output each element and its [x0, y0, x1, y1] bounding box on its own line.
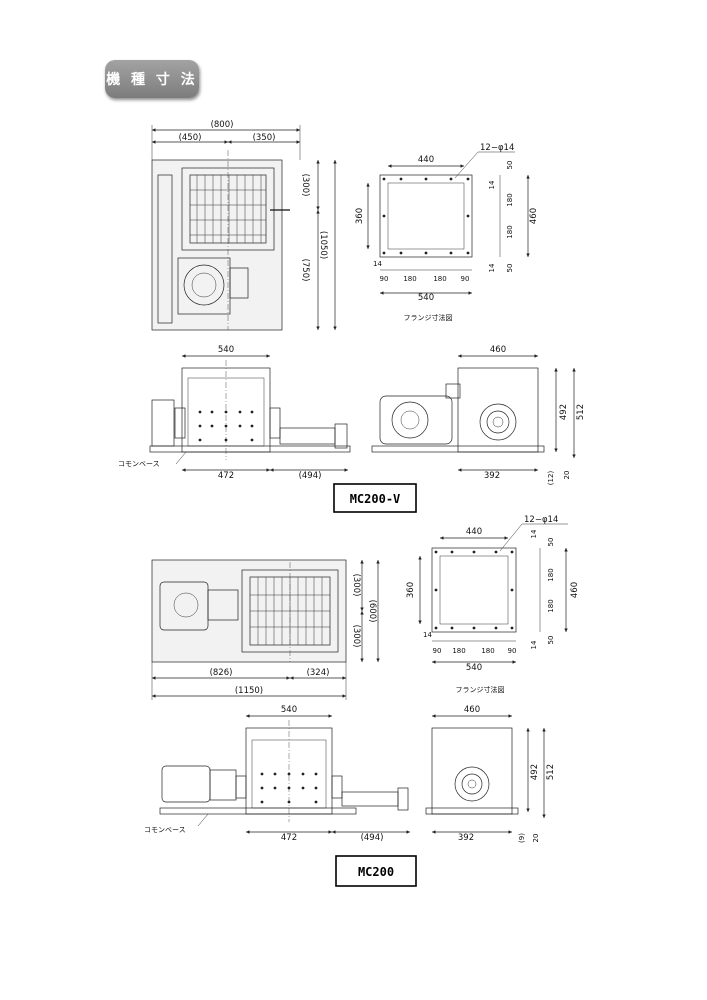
dim-label: 14 — [373, 260, 382, 268]
dim-label: 14 — [488, 263, 496, 272]
dim-label: (800) — [211, 120, 234, 130]
dim-label: 460 — [464, 705, 480, 715]
flange-caption: フランジ寸法図 — [404, 313, 453, 322]
dim-label: 180 — [481, 647, 494, 655]
dim-label: 14 — [530, 529, 538, 538]
dim-label: 392 — [458, 833, 474, 843]
mc200v-model-box: MC200-V — [333, 483, 417, 513]
mc200-top-dimensions: (300) (600) (300) (826) (324) (1150) — [151, 560, 380, 700]
dim-label: 90 — [508, 647, 517, 655]
dim-label: (826) — [210, 668, 233, 678]
dim-label: 50 — [547, 538, 555, 547]
dim-label: 180 — [547, 599, 555, 612]
dim-label: (300) — [351, 574, 361, 597]
dim-label: 360 — [355, 208, 365, 224]
model-label: MC200-V — [350, 492, 401, 506]
dim-label: (494) — [361, 833, 384, 843]
dim-label: 14 — [488, 180, 496, 189]
dim-label: 460 — [570, 582, 580, 598]
mc200v-top-dimensions: (800) (450) (350) (300) (750) (1050) — [151, 120, 337, 330]
dim-label: (1150) — [235, 686, 263, 696]
dim-label: 180 — [403, 275, 416, 283]
dim-label: 20 — [532, 834, 540, 843]
dim-label: (12) — [547, 471, 555, 486]
dim-label: 90 — [433, 647, 442, 655]
dim-label: (350) — [253, 133, 276, 143]
mc200v-top-view — [151, 150, 290, 331]
dim-label: (600) — [367, 600, 377, 623]
dim-label: 540 — [281, 705, 297, 715]
mc200-model-box: MC200 — [335, 855, 417, 887]
mc200-flange-view: 12−φ14 440 360 540 460 14 50 180 180 50 … — [406, 515, 580, 694]
dim-label: 180 — [547, 568, 555, 581]
dim-label: 14 — [530, 640, 538, 649]
dim-label: 492 — [530, 764, 540, 780]
dim-label: 460 — [490, 345, 506, 355]
mc200v-front-view: 540 472 (494) コモンベース — [118, 345, 351, 481]
dim-label: 90 — [461, 275, 470, 283]
dim-label: 440 — [418, 155, 434, 165]
section-title: 機 種 寸 法 — [106, 72, 198, 88]
dim-label: (9) — [518, 833, 526, 843]
dim-label: 492 — [559, 404, 569, 420]
dim-label: 540 — [218, 345, 234, 355]
dim-label: 440 — [466, 527, 482, 537]
dim-label: 50 — [547, 636, 555, 645]
dim-label: 90 — [380, 275, 389, 283]
model-label: MC200 — [358, 865, 394, 879]
hole-spec-label: 12−φ14 — [524, 515, 558, 525]
dim-label: (494) — [299, 471, 322, 481]
dim-label: 392 — [484, 471, 500, 481]
flange-caption: フランジ寸法図 — [456, 685, 505, 694]
common-base-label: コモンベース — [144, 826, 186, 834]
common-base-label: コモンベース — [118, 460, 160, 468]
dim-label: 20 — [563, 471, 571, 480]
dim-label: 360 — [406, 582, 416, 598]
dim-label: 180 — [506, 225, 514, 238]
dim-label: 50 — [506, 264, 514, 273]
dim-label: 14 — [423, 631, 432, 639]
dim-label: 50 — [506, 161, 514, 170]
dim-label: 472 — [281, 833, 297, 843]
dim-label: (1050) — [318, 231, 328, 259]
dim-label: 460 — [529, 208, 539, 224]
dim-label: (300) — [300, 174, 310, 197]
mc200-top-view — [151, 559, 347, 663]
dim-label: (750) — [300, 259, 310, 282]
dim-label: (324) — [307, 668, 330, 678]
mc200-side-view: 460 392 492 512 (9) 20 — [425, 705, 556, 843]
dim-label: 540 — [466, 663, 482, 673]
dim-label: (300) — [351, 625, 361, 648]
dim-label: 512 — [546, 764, 556, 780]
dim-label: 472 — [218, 471, 234, 481]
mc200-front-view: 540 472 (494) コモンベース — [144, 705, 410, 843]
dim-label: 180 — [452, 647, 465, 655]
dim-label: 540 — [418, 293, 434, 303]
dim-label: 512 — [576, 404, 586, 420]
mc200v-side-view: 460 392 492 512 (12) 20 — [371, 345, 586, 486]
mc200v-flange-view: 12−φ14 440 360 540 460 14 50 180 180 50 … — [355, 143, 539, 322]
dim-label: 180 — [506, 193, 514, 206]
dim-label: (450) — [179, 133, 202, 143]
section-title-badge: 機 種 寸 法 — [105, 60, 199, 98]
hole-spec-label: 12−φ14 — [480, 143, 514, 153]
dim-label: 180 — [433, 275, 446, 283]
